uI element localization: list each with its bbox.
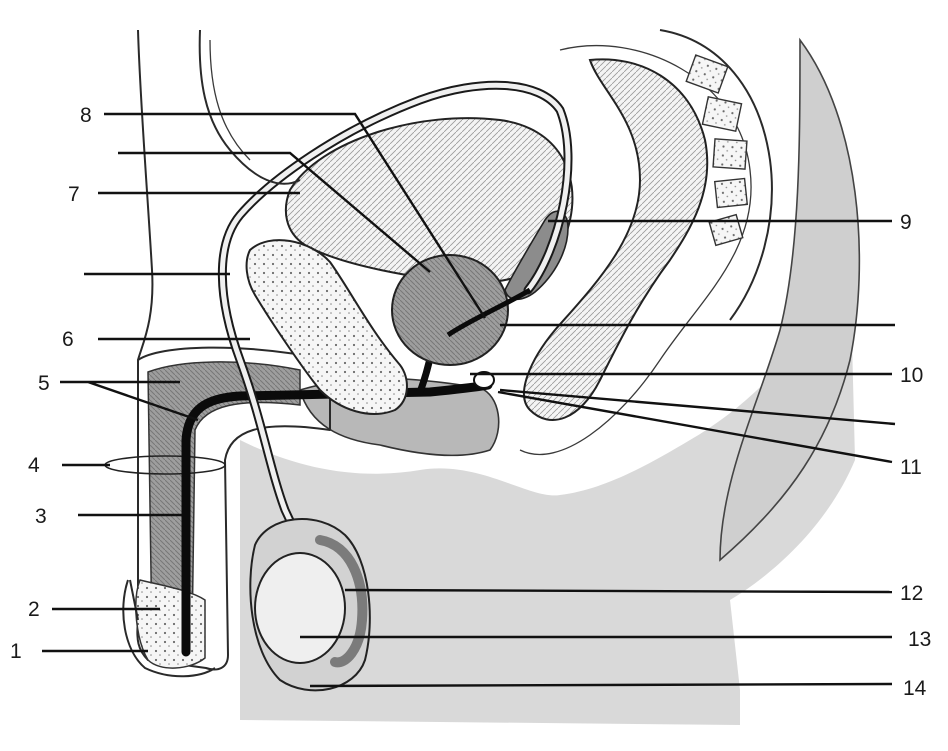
- callout-3: 3: [35, 505, 47, 528]
- vertebra: [709, 215, 743, 246]
- callout-11: 11: [900, 456, 922, 479]
- callout-10: 10: [900, 364, 923, 387]
- callout-1: 1: [10, 640, 22, 663]
- abdominal-wall-inner: [200, 30, 300, 184]
- callout-6: 6: [62, 328, 74, 351]
- callout-14: 14: [903, 677, 927, 700]
- vertebra: [715, 179, 748, 208]
- callout-8: 8: [80, 104, 92, 127]
- vertebra: [702, 97, 741, 131]
- abdominal-wall: [138, 30, 152, 360]
- peritoneum-line: [210, 40, 250, 160]
- callout-2: 2: [28, 598, 40, 621]
- callout-5: 5: [38, 372, 50, 395]
- callout-4: 4: [28, 454, 40, 477]
- testis: [255, 553, 345, 663]
- callout-7: 7: [68, 183, 80, 206]
- callout-9: 9: [900, 211, 912, 234]
- glans: [136, 580, 205, 668]
- callout-13: 13: [908, 628, 931, 651]
- callout-12: 12: [900, 582, 923, 605]
- vertebra: [713, 139, 747, 169]
